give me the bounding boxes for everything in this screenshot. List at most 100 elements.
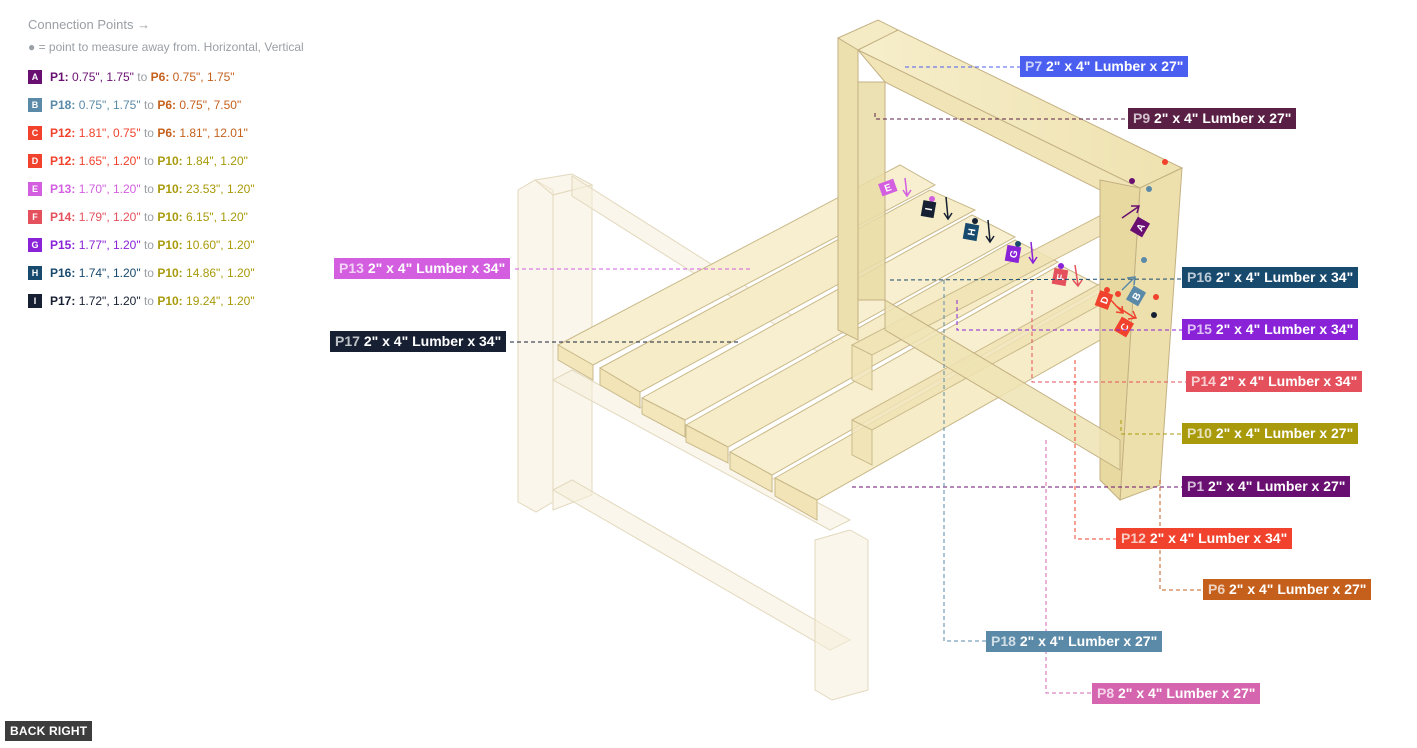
part-description: 2" x 4" Lumber x 34" xyxy=(1215,269,1354,285)
from-value: 1.77", 1.20" xyxy=(78,238,141,252)
to-part: P10: xyxy=(157,294,183,308)
from-part: P13: xyxy=(50,182,76,196)
to-word: to xyxy=(143,154,154,168)
part-label-p13[interactable]: P13 2" x 4" Lumber x 34" xyxy=(334,258,511,279)
leader-lines xyxy=(510,66,1203,694)
part-description: 2" x 4" Lumber x 27" xyxy=(1208,478,1346,494)
part-label-p7[interactable]: P7 2" x 4" Lumber x 27" xyxy=(1020,56,1189,77)
from-part: P16: xyxy=(50,266,76,280)
part-description: 2" x 4" Lumber x 27" xyxy=(1046,58,1184,74)
svg-text:C: C xyxy=(1119,322,1132,334)
svg-text:G: G xyxy=(1008,249,1020,259)
svg-text:E: E xyxy=(883,182,893,195)
part-label-p15[interactable]: P15 2" x 4" Lumber x 34" xyxy=(1182,319,1359,340)
part-description: 2" x 4" Lumber x 34" xyxy=(1149,530,1288,546)
part-description: 2" x 4" Lumber x 34" xyxy=(367,260,506,276)
part-label-p1[interactable]: P1 2" x 4" Lumber x 27" xyxy=(1182,476,1351,497)
letter-badge: C xyxy=(28,126,42,140)
to-part: P10: xyxy=(157,238,183,252)
part-description: 2" x 4" Lumber x 34" xyxy=(363,333,502,349)
from-value: 1.79", 1.20" xyxy=(78,210,141,224)
to-value: 23.53", 1.20" xyxy=(186,182,255,196)
to-word: to xyxy=(143,98,154,112)
connection-dots xyxy=(929,159,1168,318)
to-word: to xyxy=(143,182,154,196)
svg-text:H: H xyxy=(966,228,978,237)
letter-badge: F xyxy=(28,210,42,224)
to-part: P10: xyxy=(157,210,183,224)
part-description: 2" x 4" Lumber x 27" xyxy=(1154,110,1292,126)
from-part: P12: xyxy=(50,126,76,140)
part-label-p12[interactable]: P12 2" x 4" Lumber x 34" xyxy=(1116,528,1293,549)
part-description: 2" x 4" Lumber x 34" xyxy=(1219,373,1358,389)
part-id: P1 xyxy=(1187,478,1205,494)
to-word: to xyxy=(143,266,154,280)
letter-badge: E xyxy=(28,182,42,196)
legend-note: ● = point to measure away from. Horizont… xyxy=(28,40,304,54)
part-id: P8 xyxy=(1097,685,1115,701)
part-description: 2" x 4" Lumber x 27" xyxy=(1019,633,1158,649)
to-value: 10.60", 1.20" xyxy=(186,238,255,252)
part-label-p17[interactable]: P17 2" x 4" Lumber x 34" xyxy=(330,331,507,352)
part-label-p16[interactable]: P16 2" x 4" Lumber x 34" xyxy=(1182,267,1359,288)
view-back-right-button[interactable]: BACK RIGHT xyxy=(5,721,93,741)
part-id: P12 xyxy=(1121,530,1146,546)
from-part: P12: xyxy=(50,154,76,168)
to-value: 1.84", 1.20" xyxy=(186,154,248,168)
to-part: P10: xyxy=(157,154,183,168)
to-value: 19.24", 1.20" xyxy=(186,294,255,308)
letter-badge: G xyxy=(28,238,42,252)
to-part: P10: xyxy=(157,266,183,280)
part-id: P15 xyxy=(1187,321,1212,337)
to-word: to xyxy=(137,70,148,84)
from-value: 1.72", 1.20" xyxy=(78,294,141,308)
part-label-p14[interactable]: P14 2" x 4" Lumber x 34" xyxy=(1186,371,1363,392)
letter-badge: H xyxy=(28,266,42,280)
part-description: 2" x 4" Lumber x 27" xyxy=(1215,425,1354,441)
from-part: P1: xyxy=(50,70,69,84)
to-part: P6: xyxy=(157,126,176,140)
letter-badge: B xyxy=(28,98,42,112)
seat-rails xyxy=(850,199,1152,466)
from-part: P14: xyxy=(50,210,76,224)
connection-points-legend: Connection Points → ● = point to measure… xyxy=(28,17,304,308)
svg-text:A: A xyxy=(1135,222,1148,234)
back-frame xyxy=(836,19,1184,502)
letter-badge: I xyxy=(28,294,42,308)
part-id: P14 xyxy=(1191,373,1216,389)
from-part: P17: xyxy=(50,294,76,308)
part-id: P9 xyxy=(1133,110,1151,126)
part-id: P17 xyxy=(335,333,360,349)
part-id: P10 xyxy=(1187,425,1212,441)
part-label-p8[interactable]: P8 2" x 4" Lumber x 27" xyxy=(1092,683,1261,704)
part-label-p6[interactable]: P6 2" x 4" Lumber x 27" xyxy=(1203,579,1372,600)
legend-title: Connection Points → xyxy=(28,17,151,32)
svg-text:D: D xyxy=(1099,295,1112,306)
to-part: P6: xyxy=(150,70,170,84)
letter-badge: D xyxy=(28,154,42,168)
part-id: P16 xyxy=(1187,269,1212,285)
svg-text:B: B xyxy=(1131,291,1144,303)
from-value: 1.74", 1.20" xyxy=(78,266,141,280)
part-label-p10[interactable]: P10 2" x 4" Lumber x 27" xyxy=(1182,423,1359,444)
from-part: P15: xyxy=(50,238,76,252)
letter-badge: A xyxy=(28,70,42,84)
connection-tags: E I H G F D B C A xyxy=(878,177,1151,338)
svg-text:F: F xyxy=(1056,273,1068,281)
part-label-p18[interactable]: P18 2" x 4" Lumber x 27" xyxy=(986,631,1163,652)
to-value: 0.75", 1.75" xyxy=(172,70,235,84)
to-part: P6: xyxy=(157,98,176,112)
to-value: 0.75", 7.50" xyxy=(179,98,242,112)
part-label-p9[interactable]: P9 2" x 4" Lumber x 27" xyxy=(1128,108,1297,129)
to-word: to xyxy=(143,210,154,224)
part-id: P18 xyxy=(991,633,1016,649)
